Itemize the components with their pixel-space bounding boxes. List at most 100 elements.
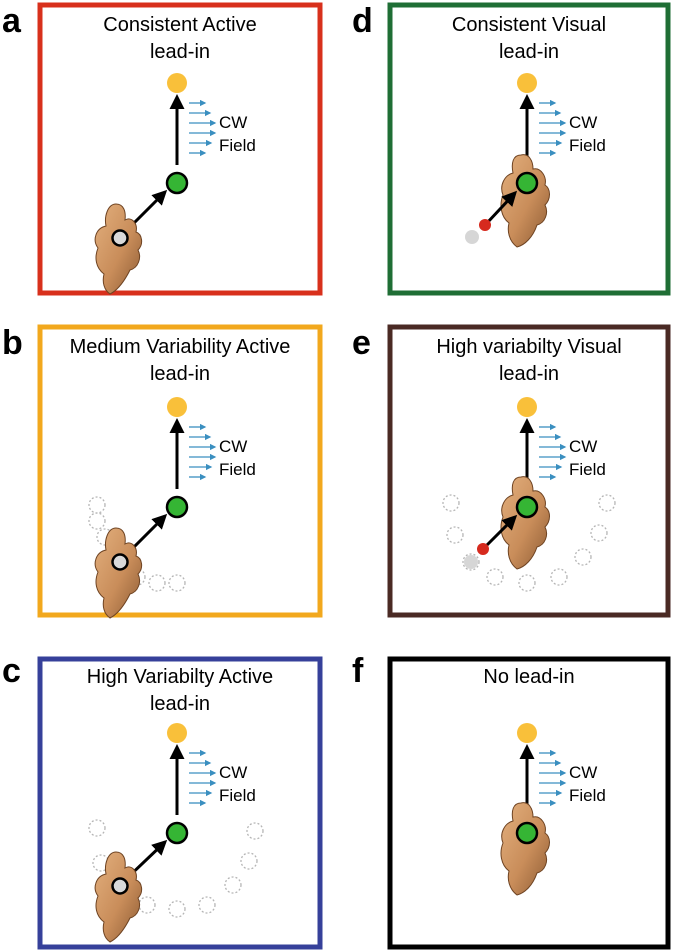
panel-letter: b	[2, 324, 23, 362]
panel-b: b Medium Variability Active lead-in	[2, 324, 323, 619]
field-label-line1: CW	[569, 763, 597, 782]
panel-title-line2: lead-in	[150, 363, 210, 385]
panel-diagram: CW Field	[88, 397, 256, 619]
panel-border	[37, 2, 323, 296]
hand-icon	[500, 802, 550, 896]
panel-diagram: CW Field	[94, 73, 256, 295]
cw-field-arrows	[189, 749, 217, 807]
cw-field-arrows	[189, 423, 217, 481]
dashed-target	[598, 494, 616, 512]
panel-border	[37, 324, 323, 618]
panel-title-line1: High Variabilty Active	[87, 666, 273, 688]
panel-diagram: CW Field	[88, 723, 264, 943]
field-label-line2: Field	[219, 136, 256, 155]
panel-title-line2: lead-in	[499, 363, 559, 385]
cw-field-arrows	[539, 99, 567, 157]
via-point-circle	[515, 171, 539, 195]
dashed-target	[88, 512, 106, 530]
lead-in-arrow	[483, 514, 518, 549]
target-circle	[167, 73, 187, 93]
cw-field-arrows	[539, 423, 567, 481]
dashed-target	[246, 822, 264, 840]
dashed-target	[518, 574, 536, 592]
hand-icon	[500, 154, 550, 248]
field-label-line2: Field	[569, 786, 606, 805]
dashed-target	[168, 900, 186, 918]
panel-letter: f	[352, 652, 364, 690]
via-point-circle	[515, 821, 539, 845]
via-point-circle	[165, 821, 189, 845]
panel-border	[387, 324, 671, 618]
target-circle	[517, 723, 537, 743]
panel-border	[387, 2, 671, 296]
field-label-line1: CW	[219, 437, 247, 456]
panel-letter: e	[352, 324, 371, 362]
dashed-target	[168, 574, 186, 592]
panel-f: f No lead-in CW Field	[352, 652, 671, 950]
dashed-target	[462, 553, 480, 571]
dashed-target	[486, 568, 504, 586]
cursor-circle	[477, 543, 489, 555]
panel-title-line1: No lead-in	[483, 666, 574, 688]
panel-title-line1: Medium Variability Active	[70, 336, 291, 358]
field-label-line2: Field	[219, 460, 256, 479]
cursor-circle	[479, 219, 491, 231]
start-circle	[465, 230, 479, 244]
cw-field-arrows	[539, 749, 567, 807]
panel-c: c High Variabilty Active lead-in	[2, 652, 323, 950]
field-label-line2: Field	[569, 460, 606, 479]
dashed-target	[148, 574, 166, 592]
dashed-target	[88, 819, 106, 837]
field-label-line1: CW	[219, 763, 247, 782]
panel-e: e High variabilty Visual lead-in	[352, 324, 671, 618]
field-label-line1: CW	[569, 113, 597, 132]
dashed-target	[590, 524, 608, 542]
panel-letter: c	[2, 652, 21, 690]
hand-icon	[94, 203, 143, 295]
target-circle	[517, 73, 537, 93]
target-circle	[167, 723, 187, 743]
start-circle	[111, 229, 129, 247]
hand-icon	[94, 851, 143, 943]
panel-letter: d	[352, 2, 373, 40]
hand-icon	[94, 527, 143, 619]
field-label-line1: CW	[219, 113, 247, 132]
target-circle	[167, 397, 187, 417]
via-point-circle	[165, 171, 189, 195]
panel-title-line2: lead-in	[150, 41, 210, 63]
panel-title-line2: lead-in	[499, 41, 559, 63]
panel-title-line1: High variabilty Visual	[436, 336, 621, 358]
dashed-target	[442, 494, 460, 512]
start-circle	[464, 555, 478, 569]
lead-in-arrow	[485, 190, 518, 225]
panel-title-line1: Consistent Visual	[452, 14, 606, 36]
panel-title-line2: lead-in	[150, 693, 210, 715]
start-circle	[111, 877, 129, 895]
panel-letter: a	[2, 2, 22, 40]
dashed-target	[198, 896, 216, 914]
hand-icon	[500, 476, 550, 570]
prior-start-targets	[442, 494, 616, 592]
dashed-target	[224, 876, 242, 894]
dashed-target	[138, 896, 156, 914]
cw-field-arrows	[189, 99, 217, 157]
dashed-target	[446, 526, 464, 544]
via-point-circle	[515, 495, 539, 519]
panel-border	[387, 656, 671, 950]
via-point-circle	[165, 495, 189, 519]
target-circle	[517, 397, 537, 417]
field-label-line2: Field	[219, 786, 256, 805]
dashed-target	[240, 852, 258, 870]
panel-diagram: CW Field	[500, 723, 606, 896]
panel-diagram: CW Field	[465, 73, 606, 248]
panel-diagram: CW Field	[442, 397, 616, 592]
panel-a: a Consistent Active lead-in CW Field	[2, 2, 323, 296]
panel-d: d Consistent Visual lead-in CW Field	[352, 2, 671, 296]
start-circle	[111, 553, 129, 571]
dashed-target	[550, 568, 568, 586]
field-label-line2: Field	[569, 136, 606, 155]
dashed-target	[574, 548, 592, 566]
dashed-target	[88, 496, 106, 514]
field-label-line1: CW	[569, 437, 597, 456]
